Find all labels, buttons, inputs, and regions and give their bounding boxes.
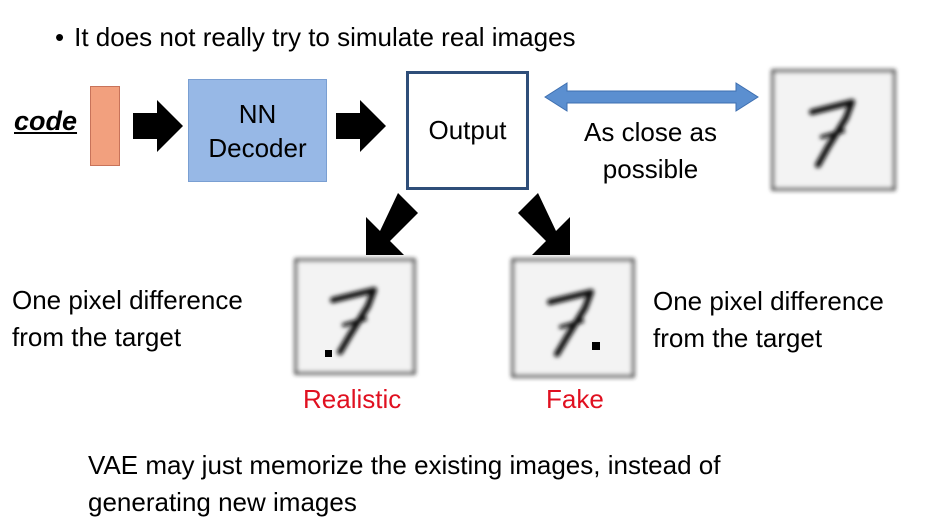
- fake-digit-image: [511, 258, 635, 378]
- close-text-line2: possible: [602, 154, 699, 184]
- footer-text: VAE may just memorize the existing image…: [88, 447, 720, 521]
- realistic-tag: Realistic: [303, 384, 402, 414]
- decoder-line1: NN: [238, 98, 277, 129]
- right-arrow-icon: [336, 100, 386, 152]
- bullet-marker: •: [55, 22, 65, 52]
- right-difference-text: One pixel difference from the target: [653, 283, 884, 357]
- target-digit-image: [771, 69, 896, 191]
- code-vector-bar: [90, 86, 120, 166]
- left-difference-text: One pixel difference from the target: [12, 282, 243, 356]
- footer-line1: VAE may just memorize the existing image…: [88, 450, 721, 480]
- extra-pixel-dot: [592, 342, 600, 350]
- bullet-line: • It does not really try to simulate real…: [55, 22, 576, 53]
- bullet-text: It does not really try to simulate real …: [74, 22, 576, 52]
- extra-pixel-dot: [325, 350, 332, 357]
- double-arrow-icon: [544, 82, 759, 112]
- digit-seven-icon: [547, 289, 594, 357]
- decoder-line2: Decoder: [208, 132, 307, 163]
- nn-decoder-box: NN Decoder: [188, 79, 327, 182]
- left-text-line1: One pixel difference: [12, 285, 243, 315]
- down-right-arrow-icon: [518, 193, 570, 255]
- digit-seven-icon: [809, 99, 855, 168]
- right-text-line2: from the target: [653, 323, 823, 353]
- code-label: code: [14, 106, 78, 136]
- digit-seven-icon: [330, 287, 377, 355]
- close-text-line1: As close as: [584, 117, 717, 147]
- right-arrow-icon: [133, 100, 183, 152]
- output-label: Output: [428, 115, 507, 145]
- realistic-digit-image: [294, 258, 416, 375]
- footer-line2: generating new images: [88, 487, 357, 517]
- left-text-line2: from the target: [12, 322, 182, 352]
- fake-tag: Fake: [546, 384, 604, 414]
- down-left-arrow-icon: [366, 193, 418, 255]
- right-text-line1: One pixel difference: [653, 286, 884, 316]
- output-box: Output: [406, 71, 529, 190]
- close-as-possible-text: As close as possible: [578, 114, 723, 188]
